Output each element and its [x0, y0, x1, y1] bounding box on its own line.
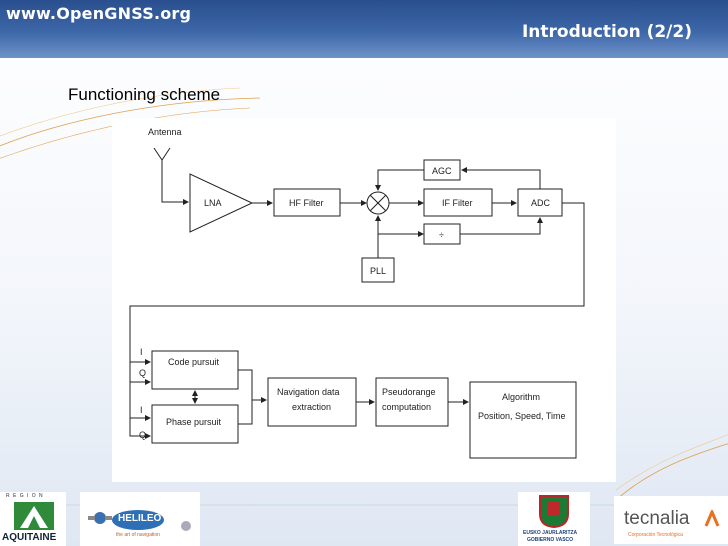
basque-shield-icon: [539, 495, 569, 528]
footer-logos: R E G I O N AQUITAINE HELILEO the art of…: [0, 492, 728, 546]
tecnalia-logo[interactable]: tecnalia Corporación Tecnológica: [614, 496, 728, 544]
pll-box: [361, 257, 395, 283]
slide-subtitle: Functioning scheme: [68, 85, 221, 104]
hf-filter-box: [273, 188, 341, 217]
helileo-tagline: the art of navigation: [116, 532, 160, 538]
q-bottom-label: Q: [139, 430, 146, 440]
adc-box: [517, 188, 563, 217]
site-url[interactable]: www.OpenGNSS.org: [6, 4, 192, 23]
slide-title: Introduction (2/2): [521, 22, 692, 42]
aquitaine-logo[interactable]: R E G I O N AQUITAINE: [0, 492, 66, 546]
tecnalia-text: tecnalia: [624, 508, 690, 529]
helileo-logo[interactable]: HELILEO the art of navigation: [80, 492, 200, 546]
block-diagram: Antenna LNA HF Filter AGC IF Filter ADC …: [112, 118, 616, 482]
diagram-svg: Antenna LNA HF Filter AGC IF Filter ADC …: [129, 127, 585, 459]
aquitaine-region-text: R E G I O N: [6, 493, 44, 499]
pseudorange-label-line2: computation: [382, 402, 431, 412]
basque-government-logo[interactable]: EUSKO JAURLARITZA GOBIERNO VASCO: [518, 492, 590, 546]
lna-label: LNA: [204, 198, 222, 208]
pseudorange-label-line1: Pseudorange: [382, 387, 436, 397]
navigation-label-line2: extraction: [292, 402, 331, 412]
aquitaine-text: AQUITAINE: [2, 532, 57, 543]
tecnalia-mark-icon: [704, 510, 720, 527]
antenna-icon: [153, 147, 188, 202]
code-pursuit-label: Code pursuit: [168, 357, 220, 367]
helileo-text: HELILEO: [118, 513, 162, 524]
i-bottom-label: I: [140, 405, 143, 415]
lna-triangle: [189, 173, 254, 233]
algorithm-label-line1: Algorithm: [502, 392, 540, 402]
navigation-extraction-box: [267, 377, 357, 427]
tecnalia-tagline: Corporación Tecnológica: [628, 532, 683, 538]
basque-text-line2: GOBIERNO VASCO: [527, 537, 574, 543]
i-top-label: I: [140, 347, 143, 357]
navigation-label-line1: Navigation data: [277, 387, 340, 397]
divider-label: ÷: [439, 230, 444, 240]
antenna-label: Antenna: [148, 127, 182, 137]
algorithm-label-line2: Position, Speed, Time: [478, 411, 566, 421]
adc-label: ADC: [531, 198, 551, 208]
if-filter-label: IF Filter: [442, 198, 473, 208]
helileo-satellite-icon: [88, 510, 191, 531]
if-filter-box: [423, 188, 493, 217]
q-top-label: Q: [139, 368, 146, 378]
pll-label: PLL: [370, 266, 386, 276]
aquitaine-emblem-icon: [14, 502, 54, 530]
pseudorange-box: [375, 377, 449, 427]
agc-label: AGC: [432, 166, 452, 176]
algorithm-box: [469, 381, 577, 459]
basque-text-line1: EUSKO JAURLARITZA: [523, 530, 578, 536]
hf-filter-label: HF Filter: [289, 198, 324, 208]
phase-pursuit-label: Phase pursuit: [166, 417, 222, 427]
header-band: [0, 0, 728, 58]
code-pursuit-box: [151, 350, 239, 390]
